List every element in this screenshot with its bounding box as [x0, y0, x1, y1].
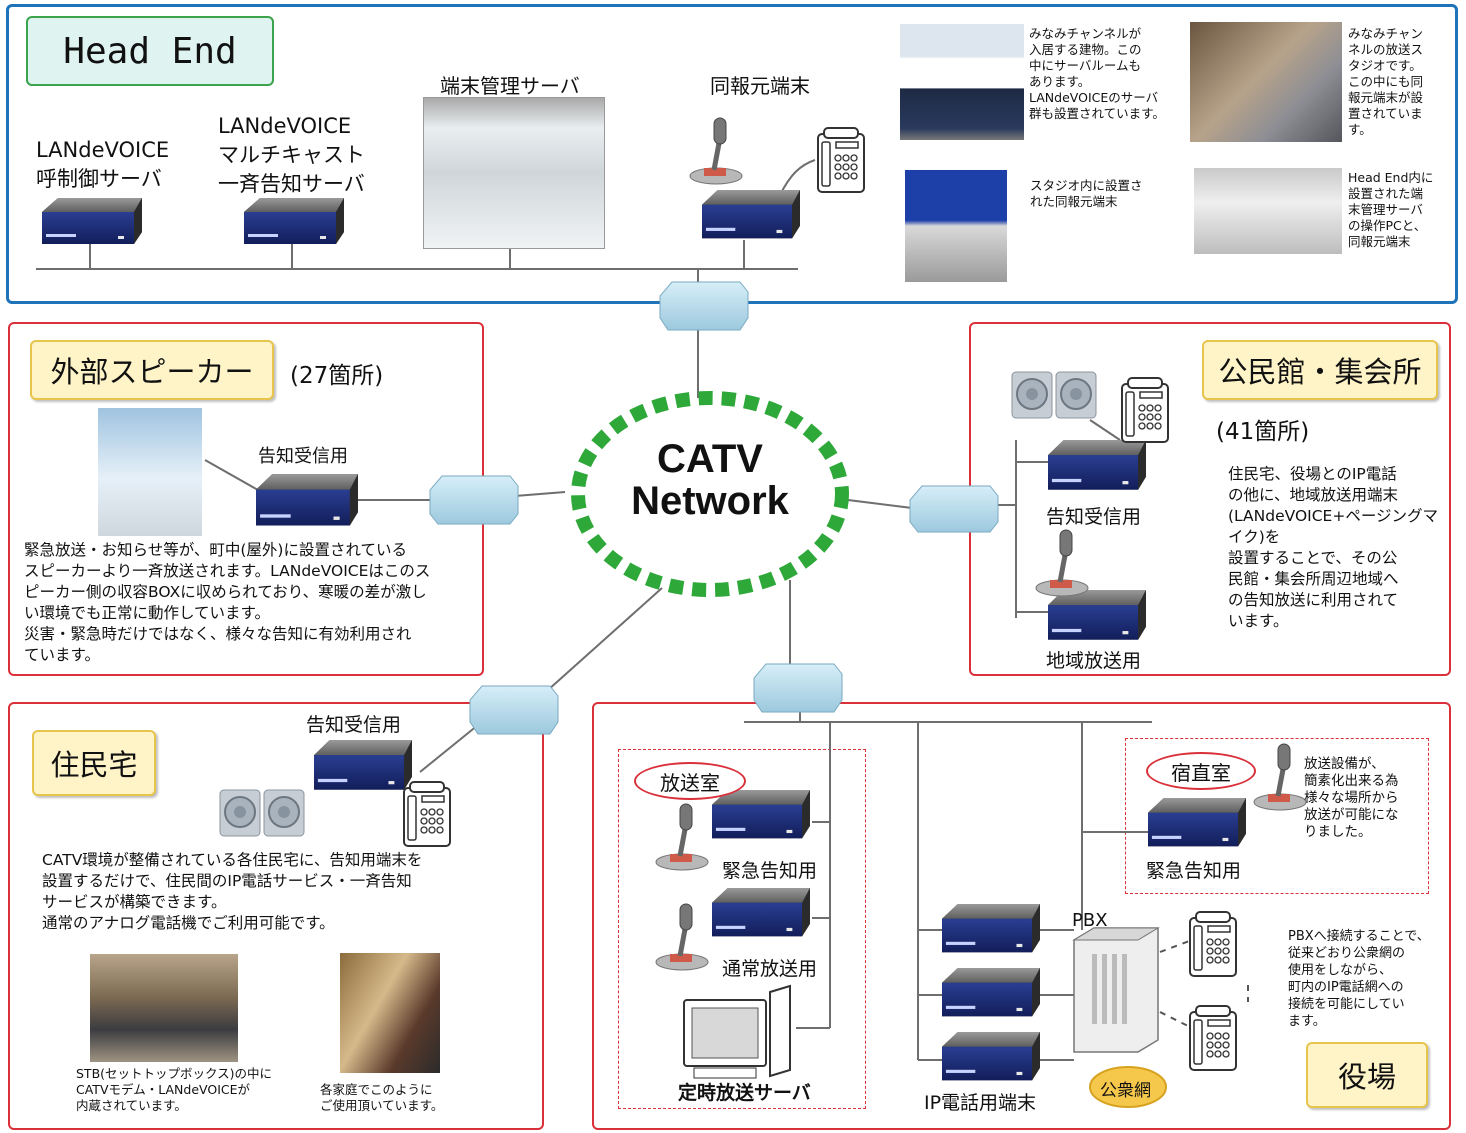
community-description: 住民宅、役場とのIP電話 の他に、地域放送用端末 (LANdeVOICE+ページ…	[1228, 465, 1439, 630]
user-caption: 各家庭でこのように ご使用頂いています。	[320, 1082, 444, 1113]
building-caption: みなみチャンネルが 入居する建物。この 中にサーバルームも あります。 LANd…	[1029, 26, 1165, 121]
outdoor-description: 緊急放送・お知らせ等が、町中(屋外)に設置されている スピーカーより一斉放送され…	[24, 541, 431, 664]
server-rack-photo	[423, 97, 605, 249]
catv-label: CATV	[657, 437, 763, 481]
stb-caption: STB(セットトップボックス)の中に CATVモデム・LANdeVOICEが 内…	[76, 1066, 273, 1113]
building-photo	[900, 24, 1024, 140]
normal-broadcast-label: 通常放送用	[722, 958, 818, 980]
catv-network-ring	[571, 391, 849, 597]
ip-phone-terminal-label: IP電話用端末	[924, 1092, 1037, 1114]
residence-panel	[8, 702, 544, 1130]
head-end-title: Head End	[26, 16, 274, 86]
outdoor-speaker-title: 外部スピーカー	[30, 340, 274, 400]
outdoor-receiver-label: 告知受信用	[258, 446, 348, 467]
broadcast-room-area	[618, 749, 866, 1109]
studio-caption: みなみチャン ネルの放送ス タジオです。 この中にも同 報元端末が設 置されてい…	[1348, 26, 1424, 137]
terminal-mgmt-server-label: 端末管理サーバ	[440, 74, 580, 98]
stb-photo	[90, 954, 238, 1062]
origin-terminal-caption: スタジオ内に設置さ れた同報元端末	[1030, 178, 1143, 209]
scheduled-server-label: 定時放送サーバ	[678, 1082, 811, 1104]
outdoor-count: (27箇所)	[290, 363, 384, 389]
community-hall-title: 公民館・集会所	[1202, 340, 1438, 400]
community-receiver-label: 告知受信用	[1046, 506, 1142, 528]
night-room-area	[1125, 738, 1429, 894]
network-label: Network	[631, 479, 789, 523]
residence-description: CATV環境が整備されている各住民宅に、告知用端末を 設置するだけで、住民間のI…	[42, 851, 423, 932]
user-photo	[340, 953, 440, 1073]
night-emergency-label: 緊急告知用	[1146, 860, 1242, 882]
origin-terminal-photo	[905, 170, 1007, 282]
community-local-broadcast-label: 地域放送用	[1046, 650, 1142, 672]
pbx-label: PBX	[1072, 910, 1108, 931]
call-control-server-label: LANdeVOICE 呼制御サーバ	[36, 138, 170, 191]
night-room-description: 放送設備が、 簡素化出来る為 様々な場所から 放送が可能にな りました。	[1304, 756, 1399, 840]
multicast-server-label: LANdeVOICE マルチキャスト 一斉告知サーバ	[218, 114, 365, 196]
catv-network-label: CATV Network	[600, 438, 820, 522]
broadcast-origin-label: 同報元端末	[710, 74, 810, 98]
residence-title: 住民宅	[32, 730, 156, 796]
studio-photo	[1190, 22, 1342, 142]
management-pc-photo	[1194, 168, 1342, 254]
town-hall-title: 役場	[1306, 1042, 1428, 1108]
broadcast-room-label: 放送室	[634, 762, 746, 800]
residence-receiver-label: 告知受信用	[306, 714, 402, 736]
night-room-label: 宿直室	[1146, 752, 1256, 790]
emergency-label: 緊急告知用	[722, 860, 818, 882]
outdoor-speaker-photo	[98, 408, 202, 536]
public-network-label: 公衆網	[1100, 1081, 1151, 1101]
town-hall-panel	[592, 702, 1451, 1130]
community-count: (41箇所)	[1216, 419, 1310, 445]
pbx-description: PBXへ接続することで、 従来どおり公衆網の 使用をしながら、 町内のIP電話網…	[1288, 929, 1430, 1029]
management-pc-caption: Head End内に 設置された端 末管理サーバ の操作PCと、 同報元端末	[1348, 170, 1434, 249]
